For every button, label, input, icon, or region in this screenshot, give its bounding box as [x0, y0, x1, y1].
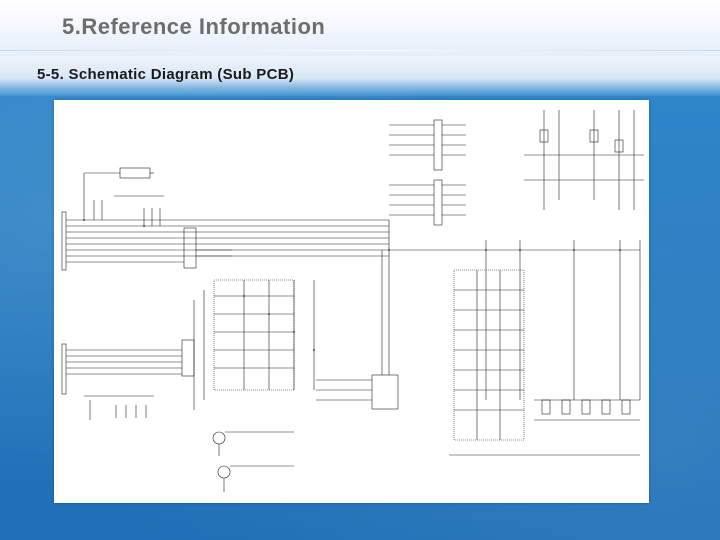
- slide-title: 5.Reference Information: [62, 14, 326, 39]
- ic-u3: [371, 374, 399, 410]
- regulator-ic: [119, 167, 151, 179]
- connector-array-2: [433, 179, 443, 226]
- left-connector-2: [61, 343, 67, 395]
- connector-array-1: [433, 119, 443, 171]
- left-connector: [61, 211, 67, 271]
- led-matrix: [453, 269, 525, 441]
- schematic-diagram: [54, 100, 649, 503]
- title-divider: [0, 50, 720, 51]
- ic-u2: [181, 339, 195, 377]
- slide-subtitle: 5-5. Schematic Diagram (Sub PCB): [37, 66, 295, 83]
- subtitle-band: [0, 56, 720, 96]
- schematic-drawing: [61, 110, 644, 492]
- transistor-q2: [217, 465, 231, 479]
- ic-u1: [183, 227, 197, 269]
- transistor-q1: [212, 431, 226, 445]
